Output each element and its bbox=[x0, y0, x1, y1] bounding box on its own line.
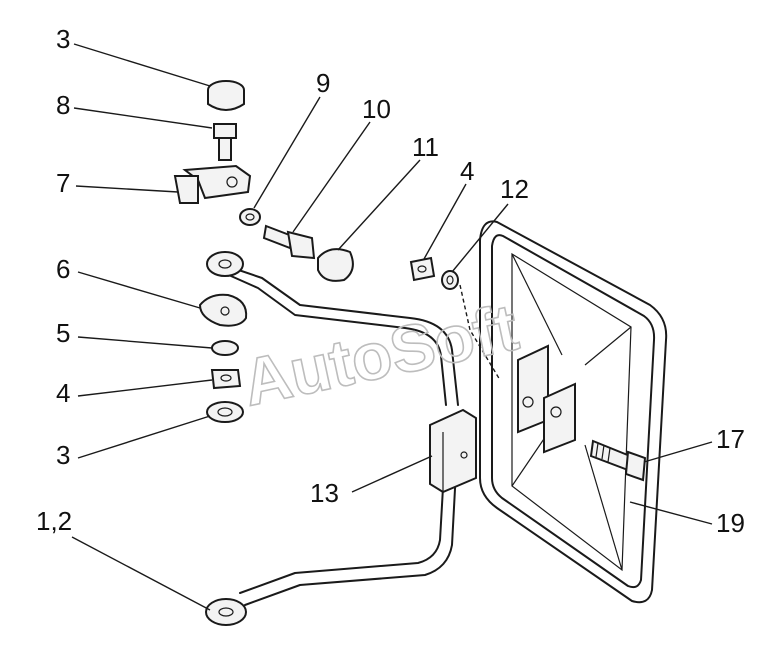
callout-3-low: 3 bbox=[56, 440, 70, 470]
callout-5: 5 bbox=[56, 318, 70, 348]
callout-17: 17 bbox=[716, 424, 745, 454]
callout-6: 6 bbox=[56, 254, 70, 284]
callout-9: 9 bbox=[316, 68, 330, 98]
spring-washer-part-5 bbox=[211, 340, 239, 356]
mirror-part-19 bbox=[479, 220, 668, 604]
bolt-part-10 bbox=[262, 224, 316, 260]
callout-4-left: 4 bbox=[56, 378, 70, 408]
callout-4-right: 4 bbox=[460, 156, 474, 186]
washer-part-9 bbox=[239, 208, 261, 226]
nut-part-4-left bbox=[210, 369, 242, 390]
callout-10: 10 bbox=[362, 94, 391, 124]
clamp-part-13 bbox=[429, 408, 477, 494]
bracket-part-7 bbox=[173, 164, 252, 204]
cap-part-11 bbox=[317, 248, 354, 282]
bushing-part-3-low bbox=[206, 401, 244, 423]
callout-8: 8 bbox=[56, 90, 70, 120]
callout-7: 7 bbox=[56, 168, 70, 198]
leader-lines bbox=[71, 43, 713, 611]
callout-11: 11 bbox=[412, 132, 439, 162]
callout-19: 19 bbox=[716, 508, 745, 538]
mirror-arm bbox=[205, 251, 459, 626]
callout-labels: 3 8 7 6 5 4 3 1,2 9 10 11 4 12 13 17 19 bbox=[36, 24, 745, 538]
callout-13: 13 bbox=[310, 478, 339, 508]
callout-1-2: 1,2 bbox=[36, 506, 72, 536]
bolt-part-8 bbox=[213, 123, 237, 161]
washer-part-6 bbox=[198, 293, 248, 327]
callout-12: 12 bbox=[500, 174, 529, 204]
nut-part-4-right bbox=[409, 256, 436, 282]
cap-part-3-top bbox=[207, 80, 245, 111]
bolt-part-17 bbox=[589, 439, 647, 482]
washer-part-12 bbox=[441, 270, 459, 290]
callout-3-top: 3 bbox=[56, 24, 70, 54]
